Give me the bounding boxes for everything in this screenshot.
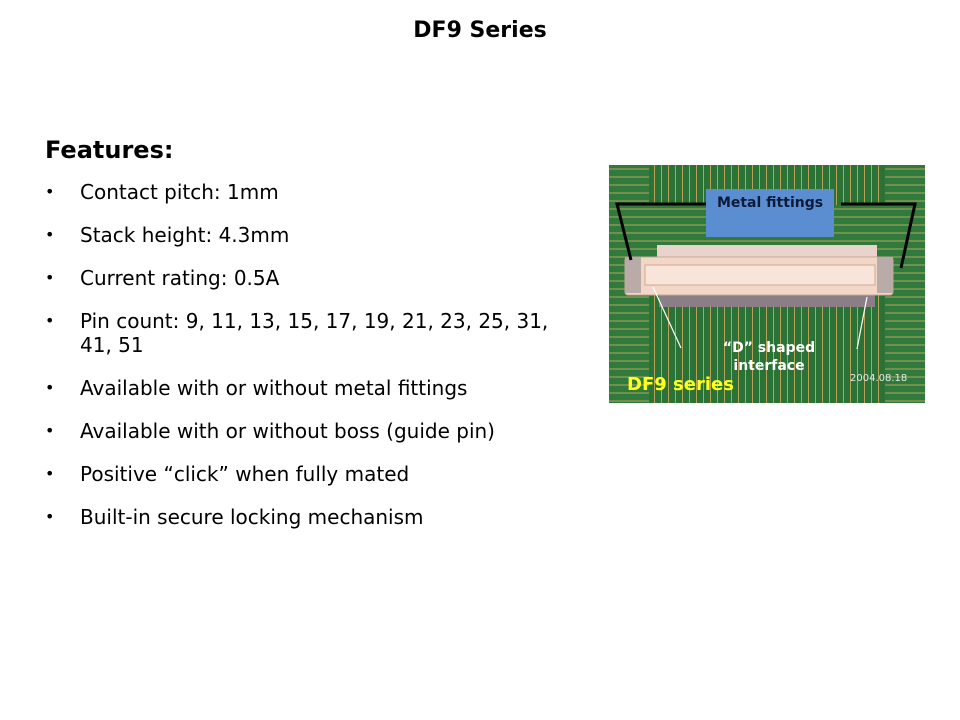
feature-text: Positive “click” when fully mated bbox=[80, 462, 410, 486]
features-list: • Contact pitch: 1mm • Stack height: 4.3mm… bbox=[45, 180, 605, 548]
feature-item: • Contact pitch: 1mm bbox=[45, 180, 605, 204]
feature-item: • Stack height: 4.3mm bbox=[45, 223, 605, 247]
feature-text: Built-in secure locking mechanism bbox=[80, 505, 424, 529]
bullet-icon: • bbox=[45, 182, 55, 201]
feature-item: • Current rating: 0.5A bbox=[45, 266, 605, 290]
photo-caption: DF9 series bbox=[627, 374, 734, 395]
feature-item: • Built-in secure locking mechanism bbox=[45, 505, 605, 529]
connector-photo: Metal fittings “D” shaped interface DF9 … bbox=[609, 165, 925, 403]
feature-text: Contact pitch: 1mm bbox=[80, 180, 279, 204]
d-shaped-interface-callout: “D” shaped interface bbox=[722, 340, 816, 374]
bullet-icon: • bbox=[45, 225, 55, 244]
feature-item: • Pin count: 9, 11, 13, 15, 17, 19, 21, 2… bbox=[45, 309, 580, 357]
feature-text: Available with or without metal fittings bbox=[80, 376, 468, 400]
date-stamp: 2004.08.18 bbox=[850, 373, 908, 384]
metal-fittings-callout: Metal fittings bbox=[706, 189, 834, 237]
feature-text: Available with or without boss (guide pi… bbox=[80, 419, 495, 443]
bullet-icon: • bbox=[45, 268, 55, 287]
feature-text: Stack height: 4.3mm bbox=[80, 223, 290, 247]
feature-item: • Available with or without metal fitting… bbox=[45, 376, 605, 400]
features-heading: Features: bbox=[45, 136, 174, 164]
feature-item: • Available with or without boss (guide p… bbox=[45, 419, 605, 443]
bullet-icon: • bbox=[45, 378, 55, 397]
bullet-icon: • bbox=[45, 464, 55, 483]
slide-title: DF9 Series bbox=[413, 18, 547, 43]
feature-text: Current rating: 0.5A bbox=[80, 266, 280, 290]
feature-text: Pin count: 9, 11, 13, 15, 17, 19, 21, 23… bbox=[80, 309, 549, 357]
bullet-icon: • bbox=[45, 421, 55, 440]
bullet-icon: • bbox=[45, 311, 55, 330]
feature-item: • Positive “click” when fully mated bbox=[45, 462, 605, 486]
bullet-icon: • bbox=[45, 507, 55, 526]
